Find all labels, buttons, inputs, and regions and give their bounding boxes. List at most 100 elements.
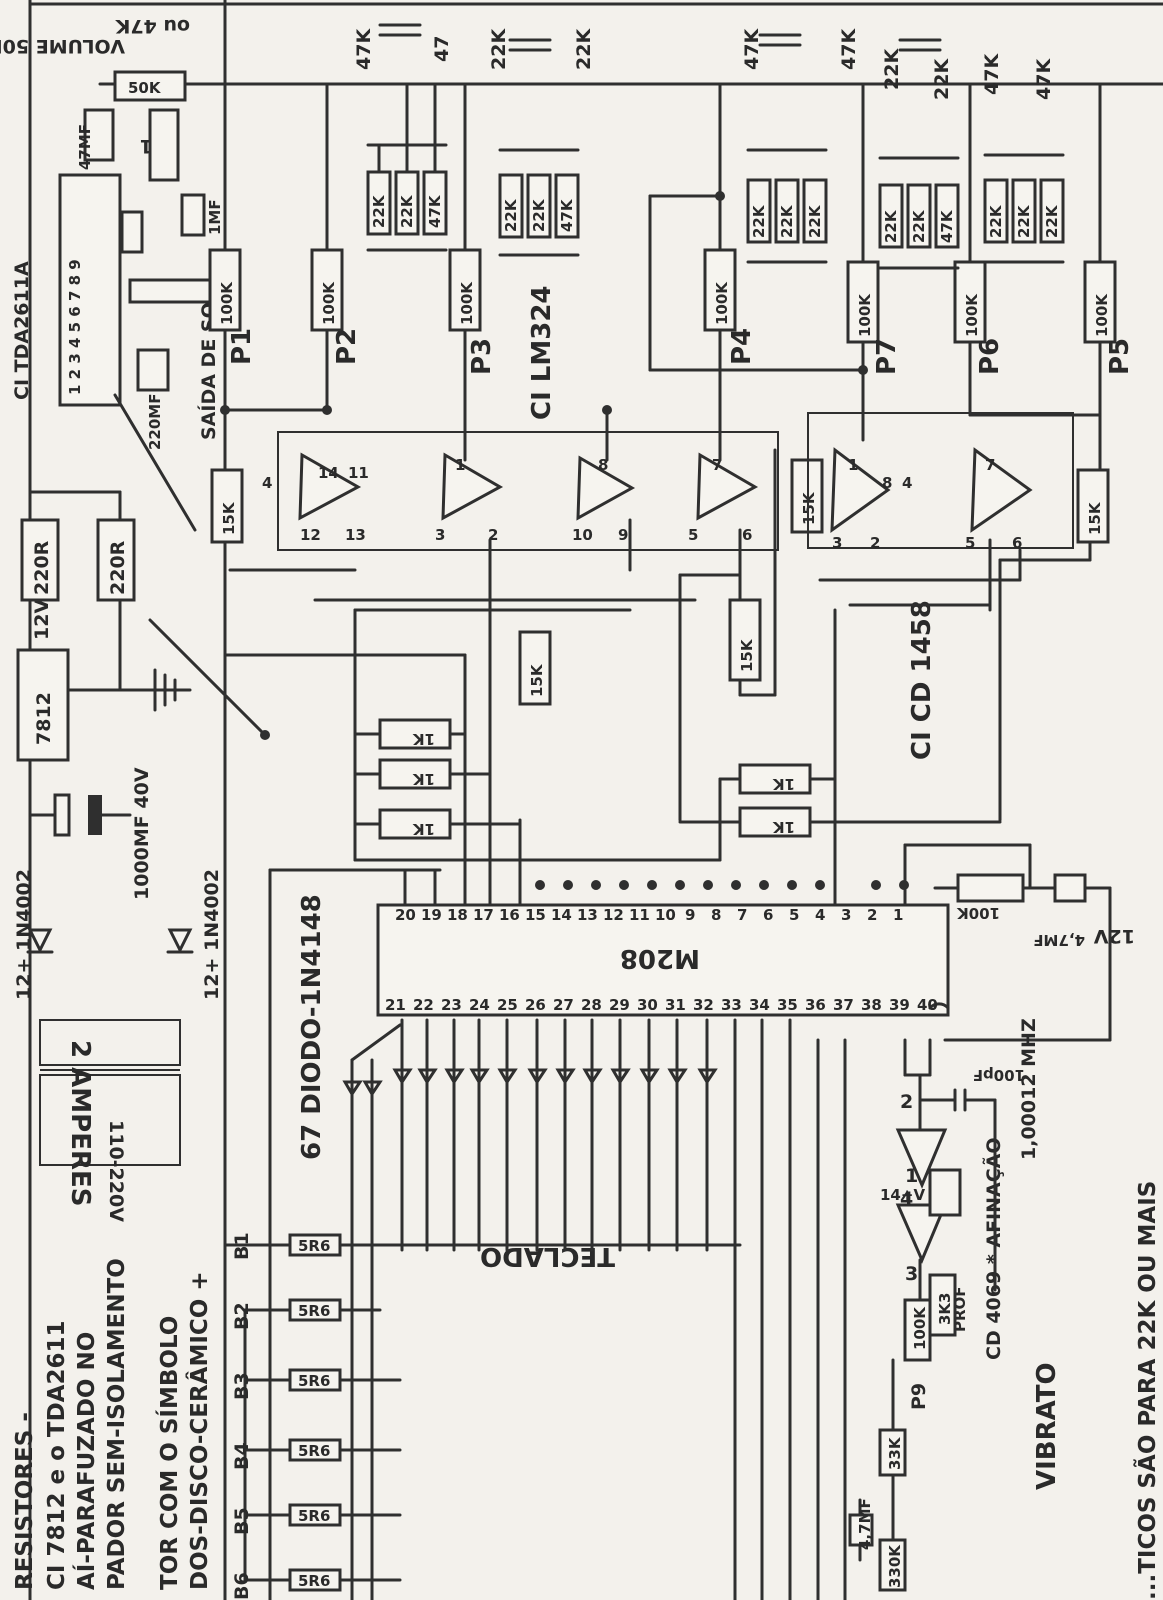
u7-pin-3: 3 [905, 1263, 918, 1285]
m208-pin-25: 25 [497, 996, 518, 1014]
r220-2-label: 220R [107, 540, 129, 595]
u6-pin-7: 7 [985, 456, 995, 474]
r22k-7-label: 22K [750, 204, 768, 238]
r5r6-4: 5R6 [298, 1442, 330, 1460]
opamp-u1c [576, 455, 636, 521]
r22k-11-label: 22K [910, 209, 928, 243]
r15k-2 [518, 630, 552, 706]
r22k-bank5-a [983, 178, 1009, 244]
m208-pin-20: 20 [395, 906, 416, 924]
pot-p4 [703, 248, 737, 332]
r100k-m208 [956, 873, 1025, 903]
cd4069-section: 2 1 4 3 14+V CD 4069 * AFINAÇÃO 1,00012 … [848, 1018, 1062, 1592]
r15k-3 [728, 598, 762, 682]
u7-pin-1: 1 [905, 1165, 918, 1187]
r22k-15-label: 22K [1043, 204, 1061, 238]
cap-4-7mf-vib-label: 4,7MF [856, 1498, 874, 1550]
resistor-2k2 [120, 210, 144, 254]
m208-pin-40: 40 [917, 996, 938, 1014]
keyboard-section: 67 DIODO-1N4148 TECLADO [223, 894, 847, 1600]
u5-pin-4: 4 [902, 474, 912, 492]
m208-pin-34: 34 [749, 996, 770, 1014]
bus-b1: B1 [231, 1232, 253, 1260]
pot-p5-value: 100K [1093, 293, 1111, 337]
cap-top-8-label: 22K [931, 58, 953, 100]
r15k-1-label: 15K [220, 501, 238, 535]
u4-pin-7: 7 [712, 456, 722, 474]
pot-p1-value: 100K [218, 281, 236, 325]
diodes-label: 67 DIODO-1N4148 [297, 894, 327, 1160]
r1k-1 [378, 718, 452, 750]
r47k-6-label: 47K [558, 198, 576, 232]
bus-b4: B4 [231, 1442, 253, 1470]
m208-pin-6: 6 [763, 906, 773, 924]
m208-pin-5: 5 [789, 906, 799, 924]
u2-pin-1: 1 [455, 456, 465, 474]
top-capacitors: 47K 47 22K 22K 47K 47K 22K 22K 47K 47K [353, 23, 1055, 100]
bus-b2: B2 [231, 1302, 253, 1330]
r330k-label: 330K [886, 1544, 904, 1588]
m208-pin-32: 32 [693, 996, 714, 1014]
m208-pin-39: 39 [889, 996, 910, 1014]
lm324-outline [277, 431, 779, 551]
resistors-1k: 1K 1K 1K 1K 1K [353, 718, 1002, 840]
freq-label: 1,00012 MHZ [1018, 1018, 1040, 1160]
pot-afinacao [928, 1168, 962, 1217]
r15k-5-label: 15K [1086, 501, 1104, 535]
resistor-100r [148, 108, 180, 182]
m208-pin-1: 1 [893, 906, 903, 924]
m208-pin-22: 22 [413, 996, 434, 1014]
p9-label: P9 [908, 1383, 930, 1410]
bus-labels: B1 B2 B3 B4 B5 B6 [231, 1232, 253, 1600]
r5r6-5: 5R6 [298, 1507, 330, 1525]
r1k-4-label: 1K [772, 775, 795, 793]
pot-p2-label: P2 [332, 328, 362, 365]
cap-main-label: 1000MF 40V [131, 767, 153, 900]
cap-1mf [180, 193, 206, 237]
key-wires [350, 1018, 847, 1600]
m208-pin-14: 14 [551, 906, 572, 924]
bus-b5: B5 [231, 1507, 253, 1535]
inverter-2 [895, 1203, 948, 1264]
u6-pin-6: 6 [1012, 534, 1022, 552]
r22k-bank3-c [802, 178, 828, 244]
cap-47mf-label: 47MF [76, 124, 94, 170]
pot-p6 [953, 260, 987, 344]
cap-4-7mf-vib [848, 1513, 874, 1547]
pot-p5-label: P5 [1105, 338, 1135, 375]
bottom-note-text: ...TICOS SÃO PARA 22K OU MAIS [1133, 1181, 1161, 1600]
pot-volume-value: 50K [128, 79, 162, 97]
r22k-bank4-b [906, 183, 932, 249]
m208-pin-21: 21 [385, 996, 406, 1014]
pot-p3-label: P3 [467, 338, 497, 375]
diode-d2 [167, 928, 193, 954]
r22k-2-label: 22K [398, 194, 416, 228]
tda2611-section: 1 2 3 4 5 6 7 8 9 CI TDA2611A SAÍDA DE S… [0, 15, 224, 532]
m208-pin-3: 3 [841, 906, 851, 924]
m208-pin-2: 2 [867, 906, 877, 924]
r22k-4-label: 22K [502, 198, 520, 232]
lm324-label: CI LM324 [527, 285, 557, 420]
r33k-label: 33K [886, 1436, 904, 1470]
r330k [878, 1538, 907, 1592]
r15k-3-label: 15K [738, 638, 756, 672]
cap-top-6-label: 47K [838, 28, 860, 70]
note-line-1: RESISTORES - [12, 1412, 38, 1590]
m208-pin-36: 36 [805, 996, 826, 1014]
cap-top-3-label: 22K [488, 28, 510, 70]
r5r6-2: 5R6 [298, 1302, 330, 1320]
cd4069-label: CD 4069 * AFINAÇÃO [981, 1137, 1005, 1360]
power-supply: 2 AMPERES 110-220V 12+ 1N4002 12+ 1N4002… [13, 490, 270, 1222]
transformer-primary [39, 1019, 181, 1066]
u1-pin-12: 12 [300, 526, 321, 544]
r47k-12-label: 47K [938, 209, 956, 243]
bottom-right-note: ...TICOS SÃO PARA 22K OU MAIS [1133, 1181, 1161, 1600]
pot-row: 100K 100K 100K 100K 100K 100K 100K P1 P2… [208, 82, 1135, 482]
u7-pin-14v: 14+V [880, 1186, 925, 1204]
ci-cd1458: CI CD 1458 3 1 2 8 4 5 7 6 [807, 412, 1074, 760]
cd1458-outline [807, 412, 1074, 549]
m208-pin-27: 27 [553, 996, 574, 1014]
m208-pin-8: 8 [711, 906, 721, 924]
m208-pin-11: 11 [629, 906, 650, 924]
